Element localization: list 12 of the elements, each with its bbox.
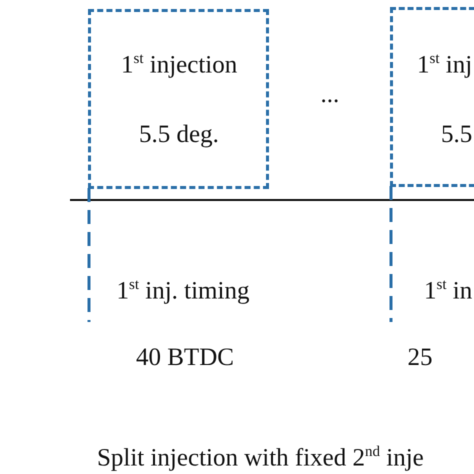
duration-label: 5.5	[441, 122, 472, 147]
timing-value: 40 BTDC	[136, 345, 234, 370]
ellipsis: ...	[320, 82, 340, 107]
timing-label: 1$^{st}$ in	[424, 278, 472, 304]
injection-label: 1$^{st}$ injection	[121, 52, 238, 78]
injection-box	[390, 7, 474, 187]
caption: Split injection with fixed 2$^{nd}$ inje	[97, 445, 424, 470]
injection-box	[88, 9, 269, 189]
timing-label: 1$^{st}$ inj. timing	[116, 278, 250, 304]
injection-label: 1$^{st}$ inj	[417, 52, 472, 78]
duration-label: 5.5 deg.	[139, 122, 219, 147]
timing-value: 25	[408, 345, 432, 370]
